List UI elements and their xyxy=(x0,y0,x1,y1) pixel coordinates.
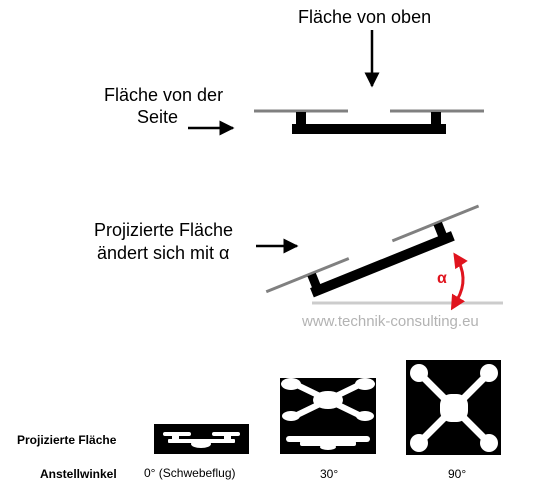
angle-0-label: 0° (Schwebeflug) xyxy=(144,466,236,480)
tilted-rotor-left xyxy=(265,257,350,294)
watermark: www.technik-consulting.eu xyxy=(302,313,479,330)
angle-90-label: 90° xyxy=(448,467,467,481)
projected-label-line1: Projizierte Fläche xyxy=(94,220,234,240)
motor-left xyxy=(296,112,306,126)
projected-label-line2: ändert sich mit α xyxy=(97,243,230,263)
silhouette-90deg xyxy=(406,360,501,455)
side-view-label-line1: Fläche von der xyxy=(104,85,224,105)
silhouette-30deg xyxy=(280,378,376,454)
alpha-arc-arrow xyxy=(450,252,468,311)
drone-body xyxy=(292,124,446,134)
tilted-drone-body xyxy=(310,231,455,298)
level-drone-side xyxy=(254,109,484,134)
top-view-label: Fläche von oben xyxy=(298,7,432,27)
alpha-label: α xyxy=(437,270,447,287)
row-label-angle: Anstellwinkel xyxy=(40,467,117,481)
silhouette-0deg xyxy=(154,424,249,454)
row-label-projected-area: Projizierte Fläche xyxy=(17,433,117,447)
side-view-label-line2: Seite xyxy=(137,107,179,127)
tilted-drone-side xyxy=(265,204,480,298)
tilted-rotor-right xyxy=(391,204,480,243)
angle-30-label: 30° xyxy=(320,467,339,481)
motor-right xyxy=(431,112,441,126)
